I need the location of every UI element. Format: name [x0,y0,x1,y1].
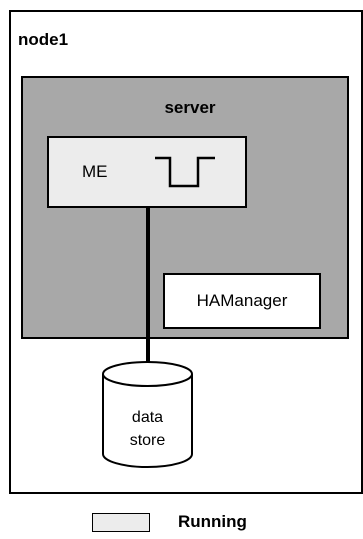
me-label: ME [82,162,108,181]
hamanager-box [163,273,321,329]
server-label: server [164,98,216,117]
legend-swatch [92,513,150,532]
node1-label: node1 [18,30,69,49]
switch-toggle-icon [155,156,215,188]
datastore-label-line1: data [131,409,164,426]
datastore-cylinder-icon [102,361,193,468]
datastore-label-line2: store [129,432,166,449]
hamanager-label: HAManager [196,291,288,310]
legend-label: Running [178,512,247,531]
connector-line [146,206,150,376]
